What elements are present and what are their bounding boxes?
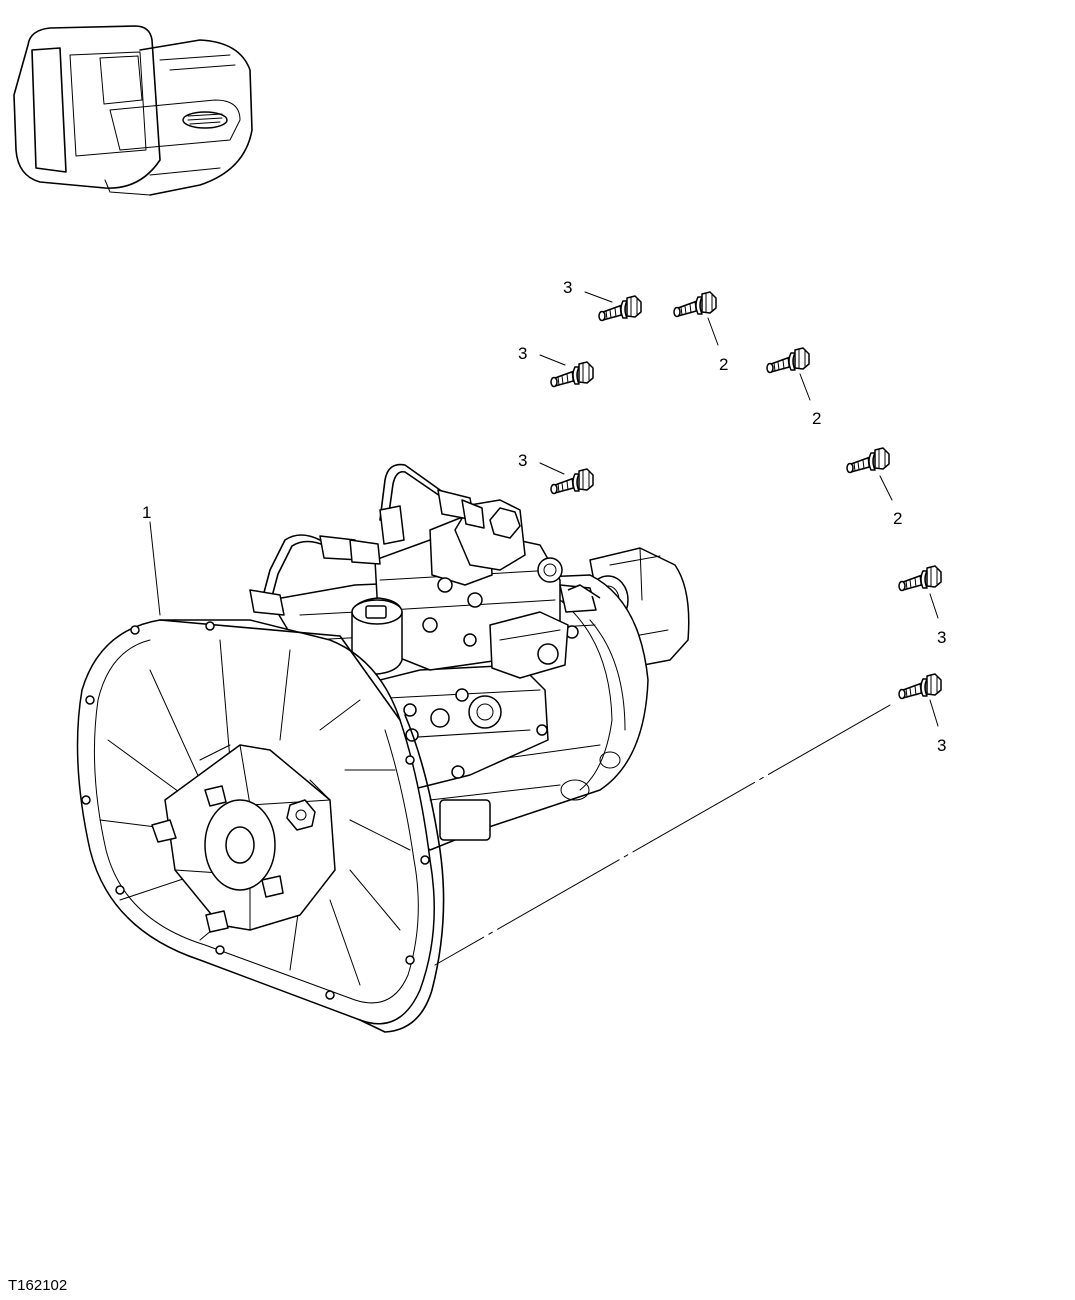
hydraulic-pump-assembly-icon [76, 463, 690, 1033]
callout-3-bolt: 3 [937, 628, 946, 647]
callout-3-bolt: 3 [937, 736, 946, 755]
callout-3-bolt: 3 [563, 278, 572, 297]
callout-1-pump: 1 [142, 503, 151, 522]
callout-2-bolt: 2 [812, 409, 821, 428]
callout-labels: 1 2 2 2 3 3 3 3 3 [142, 278, 946, 755]
callout-3-bolt: 3 [518, 344, 527, 363]
leader-lines [149, 291, 939, 966]
excavator-locator-icon [13, 25, 253, 196]
callout-2-bolt: 2 [719, 355, 728, 374]
figure-id: T162102 [8, 1277, 67, 1294]
callout-3-bolt: 3 [518, 451, 527, 470]
callout-2-bolt: 2 [893, 509, 902, 528]
